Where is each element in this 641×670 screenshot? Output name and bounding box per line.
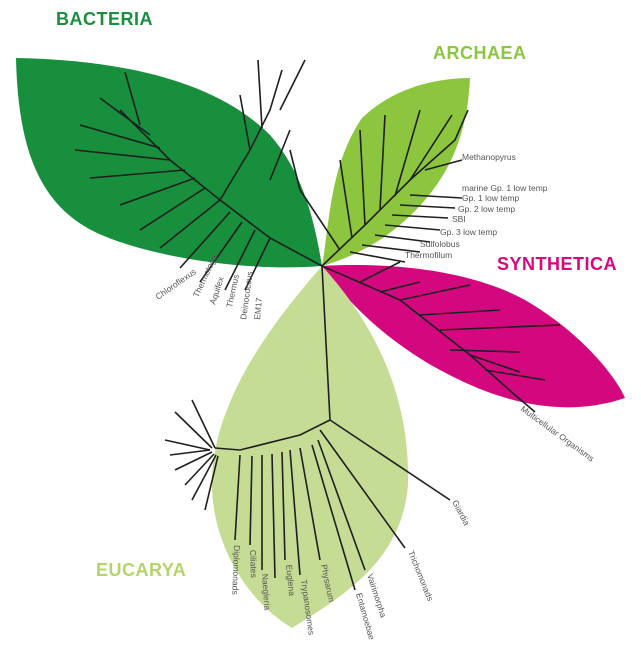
tip-label: Gp. 3 low temp bbox=[440, 227, 497, 237]
tip-label: Aquifex bbox=[207, 275, 226, 306]
tip-label: Sulfolobus bbox=[420, 239, 460, 249]
archaea-title: ARCHAEA bbox=[433, 43, 527, 64]
eucarya-title: EUCARYA bbox=[96, 560, 186, 581]
tip-label: Thermofilum bbox=[405, 250, 452, 260]
synthetica-title: SYNTHETICA bbox=[497, 254, 617, 275]
tip-label: Thermus bbox=[224, 274, 241, 309]
tip-label: Naegleria bbox=[260, 573, 273, 610]
tip-label: EM17 bbox=[252, 297, 264, 320]
bacteria-title: BACTERIA bbox=[56, 9, 153, 30]
tip-label: Chloroflexus bbox=[153, 266, 197, 301]
tip-label: Gp. 1 low temp bbox=[462, 193, 519, 203]
tip-label: Gp. 2 low temp bbox=[458, 204, 515, 214]
tip-label: Giardia bbox=[450, 498, 472, 527]
tip-label: Ciliates bbox=[248, 550, 259, 578]
tip-label: Multicellular Organisms bbox=[519, 404, 596, 464]
tip-label: Methanopyrus bbox=[462, 152, 516, 162]
tip-label: Trichomonads bbox=[406, 549, 435, 602]
tip-label: SBI bbox=[452, 214, 466, 224]
tip-label: marine Gp. 1 low temp bbox=[462, 183, 548, 193]
tip-label: Diplomonads bbox=[230, 545, 242, 595]
